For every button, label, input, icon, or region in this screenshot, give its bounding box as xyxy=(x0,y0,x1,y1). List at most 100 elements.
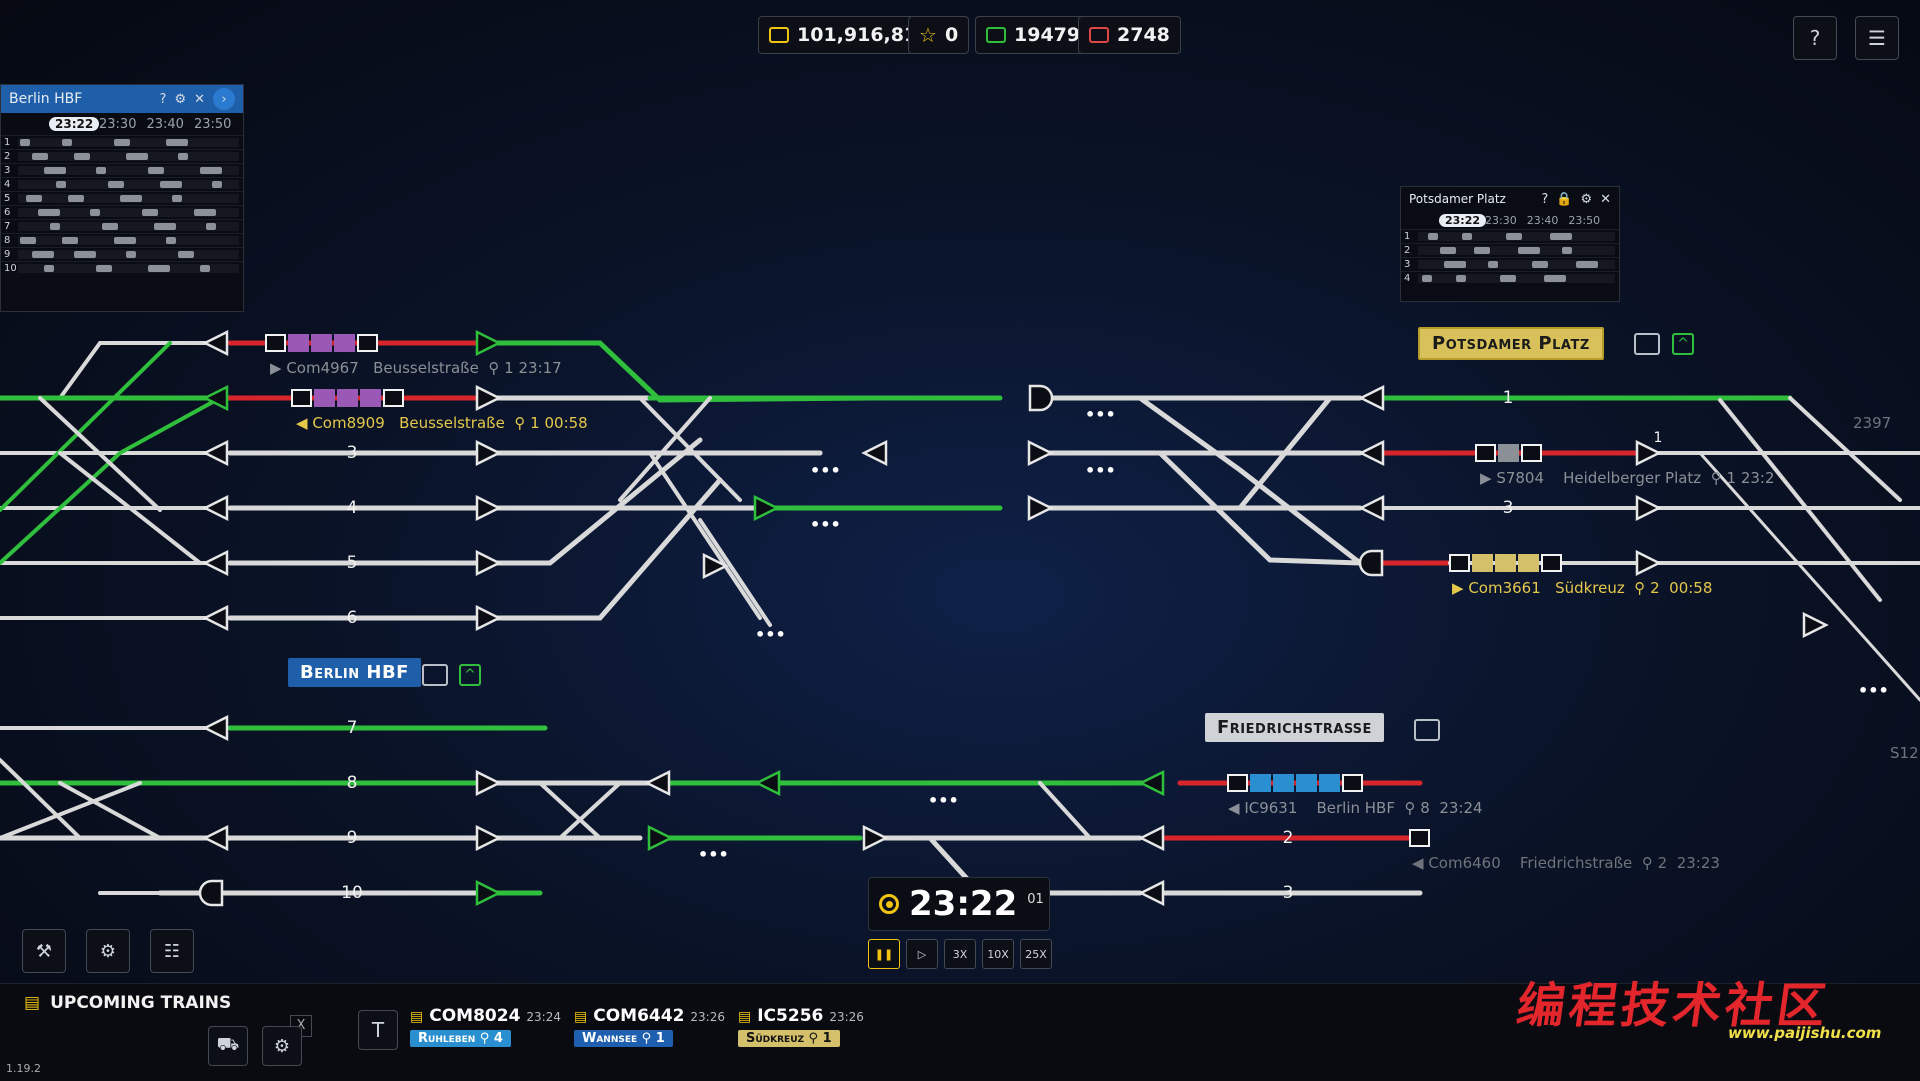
switch-marker[interactable]: ••• xyxy=(1085,461,1116,480)
train-car[interactable] xyxy=(383,389,404,407)
train-car[interactable] xyxy=(1518,554,1539,572)
timetable-berlin-header[interactable]: Berlin HBF ? ⚙ ✕ › xyxy=(1,85,243,113)
train-com6460[interactable] xyxy=(1409,829,1430,847)
menu-button[interactable]: ☰ xyxy=(1855,16,1899,60)
train-car[interactable] xyxy=(337,389,358,407)
train-com3661[interactable] xyxy=(1449,554,1562,572)
track-segment[interactable] xyxy=(0,781,142,840)
track-segment[interactable] xyxy=(58,341,217,400)
train-com4967[interactable] xyxy=(265,334,378,352)
train-car[interactable] xyxy=(265,334,286,352)
train-car[interactable] xyxy=(1521,444,1542,462)
track-segment[interactable] xyxy=(618,396,712,502)
signal-icon[interactable] xyxy=(475,879,502,907)
settings-icon[interactable]: ⚙ xyxy=(174,91,187,107)
buffer-signal-icon[interactable] xyxy=(198,879,224,907)
track-segment[interactable] xyxy=(487,437,703,566)
train-car[interactable] xyxy=(334,334,355,352)
switch-marker[interactable]: ••• xyxy=(1085,405,1116,424)
settings-icon[interactable]: ⚙ xyxy=(1580,191,1593,207)
timetable-berlin-panel[interactable]: Berlin HBF ? ⚙ ✕ › 23:22 23:30 23:40 23:… xyxy=(0,84,244,312)
signal-icon[interactable] xyxy=(475,494,502,522)
signal-icon[interactable] xyxy=(1802,611,1829,639)
switch-marker[interactable]: ••• xyxy=(928,791,959,810)
train-s7804[interactable] xyxy=(1475,444,1542,462)
track-segment[interactable] xyxy=(538,781,602,840)
speed-3x-button[interactable]: 3X xyxy=(944,939,976,969)
signal-icon[interactable] xyxy=(202,549,229,577)
track-segment[interactable] xyxy=(58,451,202,565)
signal-icon[interactable] xyxy=(1138,824,1165,852)
signal-icon[interactable] xyxy=(475,769,502,797)
track-segment[interactable] xyxy=(558,781,622,840)
signal-icon[interactable] xyxy=(475,439,502,467)
train-com8909[interactable] xyxy=(291,389,404,407)
list-button[interactable]: ☷ xyxy=(150,929,194,973)
track-segment[interactable] xyxy=(1718,398,1882,602)
train-car[interactable] xyxy=(1498,444,1519,462)
signal-icon[interactable] xyxy=(862,824,889,852)
signal-icon[interactable] xyxy=(475,329,502,357)
train-car[interactable] xyxy=(357,334,378,352)
signal-icon[interactable] xyxy=(475,824,502,852)
depot-icon[interactable] xyxy=(1414,719,1440,741)
help-icon[interactable]: ? xyxy=(1541,191,1549,207)
train-info-edge[interactable]: 2397 xyxy=(1853,414,1892,432)
signal-icon[interactable] xyxy=(1138,879,1165,907)
train-info-s7804[interactable]: ▶ S7804 Heidelberger Platz ⚲ 1 23:2 xyxy=(1480,469,1775,487)
track-segment[interactable] xyxy=(0,341,172,512)
train-info-edge-s12[interactable]: S12 xyxy=(1890,744,1919,762)
switch-marker[interactable]: ••• xyxy=(1858,681,1889,700)
depot-icon[interactable] xyxy=(1634,333,1660,355)
help-button[interactable]: ? xyxy=(1793,16,1837,60)
speed-10x-button[interactable]: 10X xyxy=(982,939,1014,969)
train-car[interactable] xyxy=(1472,554,1493,572)
train-info-ic9631[interactable]: ◀ IC9631 Berlin HBF ⚲ 8 23:24 xyxy=(1228,799,1483,817)
track-segment[interactable] xyxy=(1137,395,1363,566)
train-ic9631[interactable] xyxy=(1227,774,1363,792)
track-segment[interactable] xyxy=(58,781,162,840)
train-car[interactable] xyxy=(1409,829,1430,847)
signal-icon[interactable] xyxy=(202,824,229,852)
switch-marker[interactable]: ••• xyxy=(755,625,786,644)
train-car[interactable] xyxy=(1273,774,1294,792)
train-info-com3661[interactable]: ▶ Com3661 Südkreuz ⚲ 2 00:58 xyxy=(1452,579,1713,597)
play-button[interactable]: ▷ xyxy=(906,939,938,969)
train-car[interactable] xyxy=(291,389,312,407)
train-info-com4967[interactable]: ▶ Com4967 Beusselstraße ⚲ 1 23:17 xyxy=(270,359,562,377)
signal-icon[interactable] xyxy=(861,439,888,467)
signal-icon[interactable] xyxy=(475,384,502,412)
chevron-up-icon[interactable]: ^ xyxy=(1672,333,1694,355)
signal-icon[interactable] xyxy=(1027,439,1054,467)
train-car[interactable] xyxy=(1342,774,1363,792)
signal-icon[interactable] xyxy=(202,384,229,412)
signal-icon[interactable] xyxy=(475,549,502,577)
track-segment[interactable] xyxy=(1788,396,1902,502)
train-car[interactable] xyxy=(1296,774,1317,792)
track-segment[interactable] xyxy=(1157,450,1363,566)
train-car[interactable] xyxy=(360,389,381,407)
buffer-signal-icon[interactable] xyxy=(1358,549,1384,577)
switch-marker[interactable]: ••• xyxy=(810,515,841,534)
train-info-com8909[interactable]: ◀ Com8909 Beusselstraße ⚲ 1 00:58 xyxy=(296,414,588,432)
timetable-potsdamer-header[interactable]: Potsdamer Platz ? 🔒 ⚙ ✕ xyxy=(1401,187,1619,211)
signal-icon[interactable] xyxy=(1635,494,1662,522)
signal-icon[interactable] xyxy=(1358,439,1385,467)
speed-25x-button[interactable]: 25X xyxy=(1020,939,1052,969)
train-car[interactable] xyxy=(288,334,309,352)
track-segment[interactable] xyxy=(597,340,873,403)
signal-icon[interactable] xyxy=(202,439,229,467)
signal-icon[interactable] xyxy=(753,494,780,522)
signal-icon[interactable] xyxy=(1027,494,1054,522)
station-label-berlin-hbf[interactable]: Berlin HBF xyxy=(288,658,421,687)
worker-button[interactable]: ⚒ xyxy=(22,929,66,973)
signal-icon[interactable] xyxy=(202,604,229,632)
buffer-signal-icon[interactable] xyxy=(1028,384,1054,412)
train-car[interactable] xyxy=(1227,774,1248,792)
train-car[interactable] xyxy=(1449,554,1470,572)
lock-icon[interactable]: 🔒 xyxy=(1556,191,1573,207)
signal-icon[interactable] xyxy=(1635,549,1662,577)
track-segment[interactable] xyxy=(1698,451,1920,702)
